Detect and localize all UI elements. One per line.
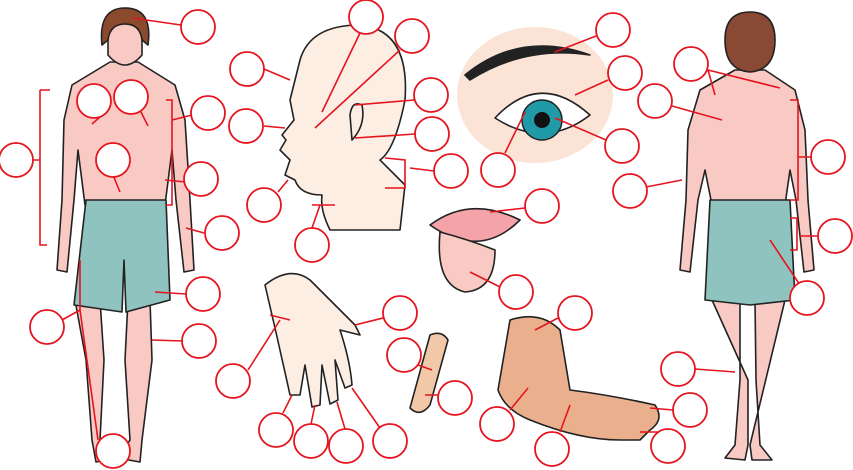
label-circle[interactable]: [672, 392, 708, 428]
label-circle[interactable]: [479, 406, 515, 442]
front-hair: [100, 7, 150, 46]
front-body-figure: [56, 7, 195, 463]
label-circle[interactable]: [95, 433, 131, 469]
label-circle[interactable]: [604, 128, 640, 164]
label-circle[interactable]: [180, 9, 216, 45]
label-circle[interactable]: [372, 423, 408, 459]
label-circle[interactable]: [328, 428, 364, 464]
label-circle[interactable]: [190, 95, 226, 131]
label-circle[interactable]: [394, 18, 430, 54]
label-circle[interactable]: [810, 139, 846, 175]
label-circle[interactable]: [215, 363, 251, 399]
label-circle[interactable]: [113, 79, 149, 115]
label-circle[interactable]: [258, 412, 294, 448]
foot: [497, 315, 660, 441]
pupil: [534, 112, 550, 128]
label-circle[interactable]: [382, 295, 418, 331]
label-circle[interactable]: [293, 423, 329, 459]
label-circle[interactable]: [76, 83, 112, 119]
label-circle[interactable]: [595, 12, 631, 48]
label-circle[interactable]: [524, 188, 560, 224]
label-circle[interactable]: [498, 274, 534, 310]
label-circle[interactable]: [204, 215, 240, 251]
foot-leader-lines: [509, 317, 674, 433]
foot-illustration: [497, 315, 660, 441]
label-circle[interactable]: [480, 152, 516, 188]
head-outline: [279, 24, 407, 231]
label-circle[interactable]: [386, 337, 422, 373]
label-circle[interactable]: [229, 51, 265, 87]
label-circle[interactable]: [817, 218, 853, 254]
label-circle[interactable]: [185, 276, 221, 312]
label-circle[interactable]: [294, 227, 330, 263]
tongue: [438, 231, 496, 293]
label-circle[interactable]: [181, 323, 217, 359]
back-shorts: [704, 199, 796, 306]
front-shorts: [73, 199, 171, 313]
label-circle[interactable]: [246, 187, 282, 223]
label-circle[interactable]: [607, 55, 643, 91]
label-circle[interactable]: [437, 380, 473, 416]
head-profile: [279, 24, 407, 231]
label-circle[interactable]: [95, 142, 131, 178]
label-circle[interactable]: [0, 142, 34, 178]
label-circle[interactable]: [433, 153, 469, 189]
label-circle[interactable]: [534, 431, 570, 467]
label-circle[interactable]: [660, 351, 696, 387]
eye-leader-lines: [504, 35, 609, 154]
back-legs: [711, 299, 786, 461]
label-circle[interactable]: [650, 428, 686, 464]
label-circle[interactable]: [348, 0, 384, 35]
label-circle[interactable]: [612, 173, 648, 209]
label-circle[interactable]: [414, 116, 450, 152]
label-circle[interactable]: [673, 46, 709, 82]
label-circle[interactable]: [413, 77, 449, 113]
eyebrow: [464, 45, 591, 81]
label-circle[interactable]: [637, 83, 673, 119]
hand: [264, 272, 361, 408]
finger-illustration: [409, 332, 449, 414]
back-body-figure: [679, 11, 815, 461]
label-circle[interactable]: [183, 161, 219, 197]
hand-illustration: [264, 272, 361, 408]
label-circle[interactable]: [228, 108, 264, 144]
back-figure-leader-lines: [645, 69, 818, 373]
hand-leader-lines: [247, 314, 384, 430]
back-head: [724, 11, 776, 73]
label-circle[interactable]: [789, 280, 825, 316]
front-figure-leader-lines: [33, 17, 205, 452]
label-circle[interactable]: [557, 295, 593, 331]
eye-illustration: [457, 27, 613, 163]
label-circle[interactable]: [29, 309, 65, 345]
finger: [409, 332, 449, 414]
mouth-leader-lines: [469, 207, 526, 288]
head-leader-lines: [263, 32, 435, 229]
